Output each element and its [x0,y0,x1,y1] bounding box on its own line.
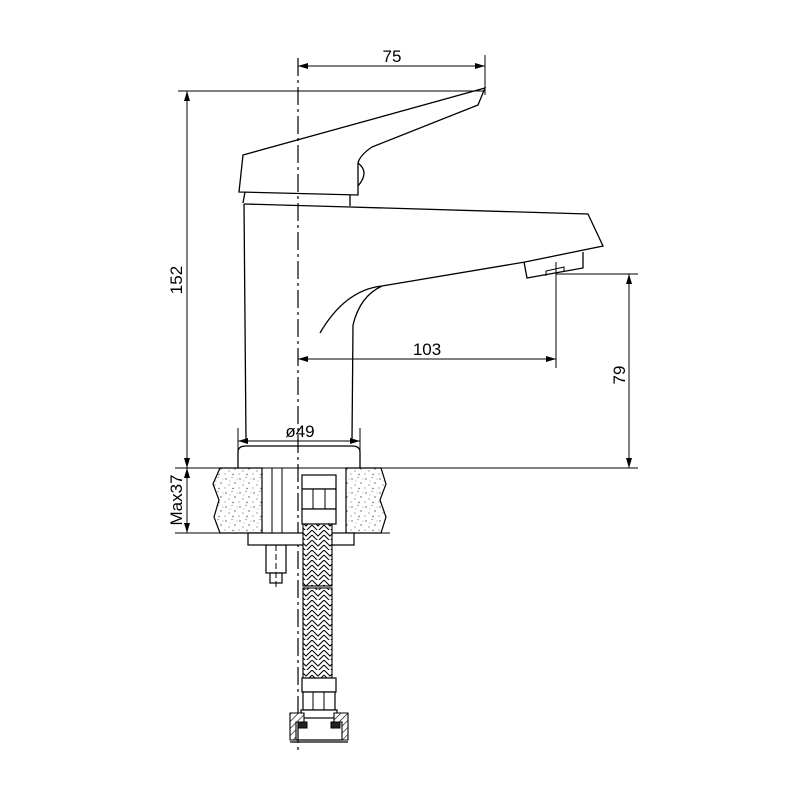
dimension-label-spout-reach: 103 [413,340,441,359]
fixing-plate [247,532,355,546]
dimension-label-max-countertop: Max37 [167,474,186,525]
dimension-spout-height: 79 [556,273,638,468]
hose-upper-fitting [301,474,337,525]
aerator [523,252,584,279]
dimension-label-base-diameter: ø49 [285,422,314,441]
dimension-total-height: 152 [167,90,485,468]
lever-handle [238,87,487,206]
dimension-label-spout-height: 79 [610,366,629,385]
dimension-max-countertop: Max37 [167,468,190,533]
dimension-base-diameter: ø49 [237,422,361,452]
mounting-stud [265,468,287,590]
base-flange [237,445,361,468]
dimension-handle-reach: 75 [298,47,486,95]
countertop-section [175,467,638,534]
dimension-spout-reach: 103 [298,262,557,368]
dimension-label-total-height: 152 [167,266,186,294]
flexible-braided-hose [302,523,333,679]
faucet-body [243,203,604,441]
hose-nut-fitting [289,677,349,743]
dimension-label-handle-reach: 75 [383,47,402,66]
